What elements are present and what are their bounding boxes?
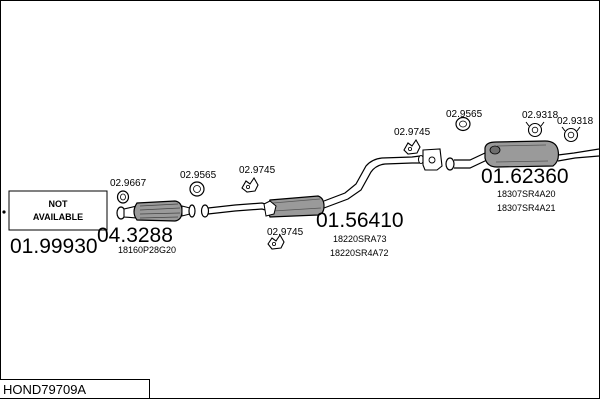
catalyst-outlet-gasket-number: 02.9565 bbox=[180, 170, 217, 181]
rear-hanger-a-number: 02.9318 bbox=[522, 110, 559, 121]
catalyst-outlet-gasket[interactable] bbox=[189, 181, 205, 197]
middle-pipe-assembly[interactable] bbox=[200, 155, 424, 218]
catalyst-part-number[interactable]: 04.3288 bbox=[97, 224, 173, 247]
catalyst-gasket[interactable] bbox=[116, 190, 130, 204]
middle-silencer-part-number[interactable]: 01.56410 bbox=[316, 209, 404, 232]
not-available-box bbox=[8, 190, 108, 231]
rear-silencer-gasket[interactable] bbox=[455, 116, 471, 132]
middle-hanger-bottom[interactable] bbox=[267, 233, 285, 250]
rear-silencer-part-number[interactable]: 01.62360 bbox=[481, 165, 569, 188]
middle-hanger-bottom-number: 02.9745 bbox=[267, 227, 304, 238]
middle-pipe-clamp[interactable] bbox=[263, 200, 277, 217]
rear-hanger-front[interactable] bbox=[403, 138, 421, 155]
middle-hanger-top-number: 02.9745 bbox=[239, 165, 276, 176]
front-pipe-part-number[interactable]: 01.99930 bbox=[10, 235, 98, 258]
middle-silencer-oem-number-1: 18220SRA73 bbox=[333, 234, 387, 244]
rear-silencer-gasket-number: 02.9565 bbox=[446, 109, 483, 120]
middle-silencer-oem-number-2: 18220SR4A72 bbox=[330, 248, 389, 258]
rear-silencer[interactable] bbox=[445, 140, 600, 171]
not-available-line-1: NOT bbox=[49, 199, 69, 209]
rear-hanger-a[interactable] bbox=[525, 121, 545, 138]
kit-code: HOND79709A bbox=[3, 382, 87, 397]
rear-pipe-flange[interactable] bbox=[422, 148, 443, 171]
rear-hanger-b-number: 02.9318 bbox=[557, 116, 594, 127]
rear-hanger-front-number: 02.9745 bbox=[394, 127, 431, 138]
not-available-line-2: AVAILABLE bbox=[33, 212, 83, 222]
front-pipe-flange bbox=[2, 210, 6, 214]
rear-silencer-oem-number-1: 18307SR4A20 bbox=[497, 189, 556, 199]
rear-hanger-b[interactable] bbox=[561, 126, 581, 143]
kit-code-box: HOND79709A bbox=[0, 379, 150, 399]
front-pipe[interactable]: NOT AVAILABLE bbox=[2, 190, 108, 231]
rear-silencer-oem-number-2: 18307SR4A21 bbox=[497, 203, 556, 213]
middle-hanger-top[interactable] bbox=[241, 176, 259, 193]
catalyst-gasket-number: 02.9667 bbox=[110, 178, 147, 189]
catalyst[interactable] bbox=[116, 200, 196, 222]
catalyst-oem-number: 18160P28G20 bbox=[118, 245, 176, 255]
